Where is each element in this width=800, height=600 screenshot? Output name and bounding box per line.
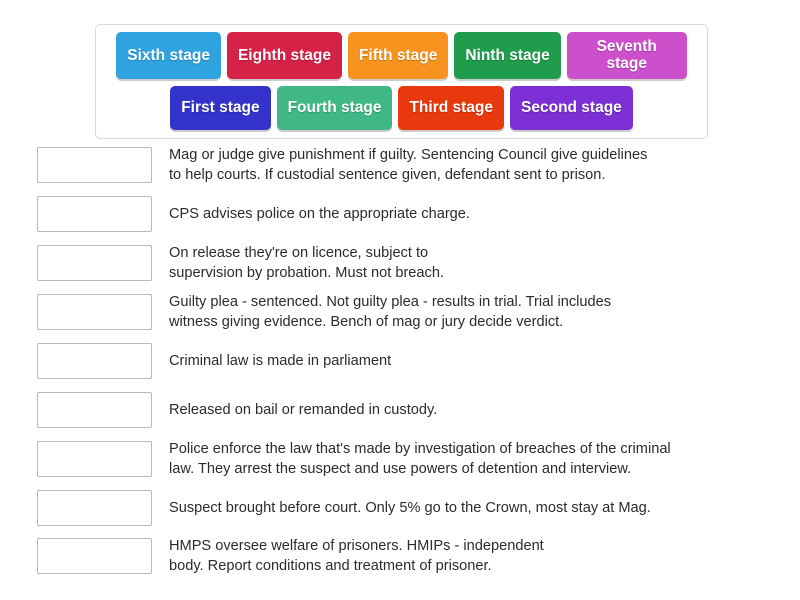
stage-tile-label: First stage (181, 99, 260, 117)
stage-tile-label: Ninth stage (465, 46, 550, 64)
answer-description: HMPS oversee welfare of prisoners. HMIPs… (169, 538, 544, 575)
answer-description: Mag or judge give punishment if guilty. … (169, 147, 648, 184)
stage-tile[interactable]: Seventh stage (566, 32, 687, 79)
stage-tile-label: Eighth stage (237, 46, 331, 64)
answer-description: Released on bail or remanded in custody. (169, 401, 438, 418)
stage-tile[interactable]: Third stage (398, 85, 505, 130)
answer-rows-list: Mag or judge give punishment if guilty. … (37, 141, 777, 581)
answer-row: Police enforce the law that's made by in… (37, 434, 777, 483)
stage-drop-target[interactable] (37, 538, 152, 575)
stage-drop-target[interactable] (37, 147, 152, 184)
stage-drop-target[interactable] (37, 342, 152, 379)
answer-description: On release they're on licence, subject t… (169, 245, 445, 282)
answer-row: Criminal law is made in parliament (37, 337, 777, 386)
stage-tile-label: Fifth stage (358, 46, 438, 64)
stage-tile-label: Fourth stage (287, 99, 382, 117)
answer-row: CPS advises police on the appropriate ch… (37, 190, 777, 239)
answer-row: Guilty plea - sentenced. Not guilty plea… (37, 288, 777, 337)
stage-tile[interactable]: Ninth stage (454, 32, 561, 79)
answer-row: Released on bail or remanded in custody. (37, 385, 777, 434)
answer-description: Guilty plea - sentenced. Not guilty plea… (169, 293, 612, 331)
answer-description: CPS advises police on the appropriate ch… (169, 206, 470, 223)
stage-tile-label: Seventh stage (596, 38, 657, 73)
stage-drop-target[interactable] (37, 489, 152, 526)
stage-tile[interactable]: First stage (170, 85, 271, 130)
stage-tiles-row-2: First stage Fourth stage Third stage Second… (102, 85, 701, 130)
stage-drop-target[interactable] (37, 196, 152, 233)
stage-tiles-tray: Sixth stage Eighth stage Fifth stage Ninth … (95, 24, 708, 139)
stage-tile-label: Sixth stage (127, 46, 210, 64)
stage-drop-target[interactable] (37, 391, 152, 428)
answer-description: Criminal law is made in parliament (169, 352, 392, 369)
stage-drop-target[interactable] (37, 440, 152, 477)
stage-tile-label: Second stage (521, 99, 622, 117)
answer-row: HMPS oversee welfare of prisoners. HMIPs… (37, 532, 777, 581)
stage-tile[interactable]: Fifth stage (347, 32, 449, 79)
answer-row: On release they're on licence, subject t… (37, 239, 777, 288)
answer-description: Police enforce the law that's made by in… (169, 440, 671, 477)
stage-tiles-row-1: Sixth stage Eighth stage Fifth stage Ninth … (102, 32, 701, 79)
answer-row: Suspect brought before court. Only 5% go… (37, 483, 777, 532)
stage-drop-target[interactable] (37, 294, 152, 331)
stage-tile-label: Third stage (409, 99, 494, 117)
stage-tile[interactable]: Eighth stage (226, 32, 342, 79)
stage-tile[interactable]: Second stage (510, 85, 633, 130)
stage-tile[interactable]: Fourth stage (276, 85, 393, 130)
answer-description: Suspect brought before court. Only 5% go… (169, 499, 651, 516)
stage-drop-target[interactable] (37, 245, 152, 282)
answer-row: Mag or judge give punishment if guilty. … (37, 141, 777, 190)
stage-tile[interactable]: Sixth stage (116, 32, 221, 79)
